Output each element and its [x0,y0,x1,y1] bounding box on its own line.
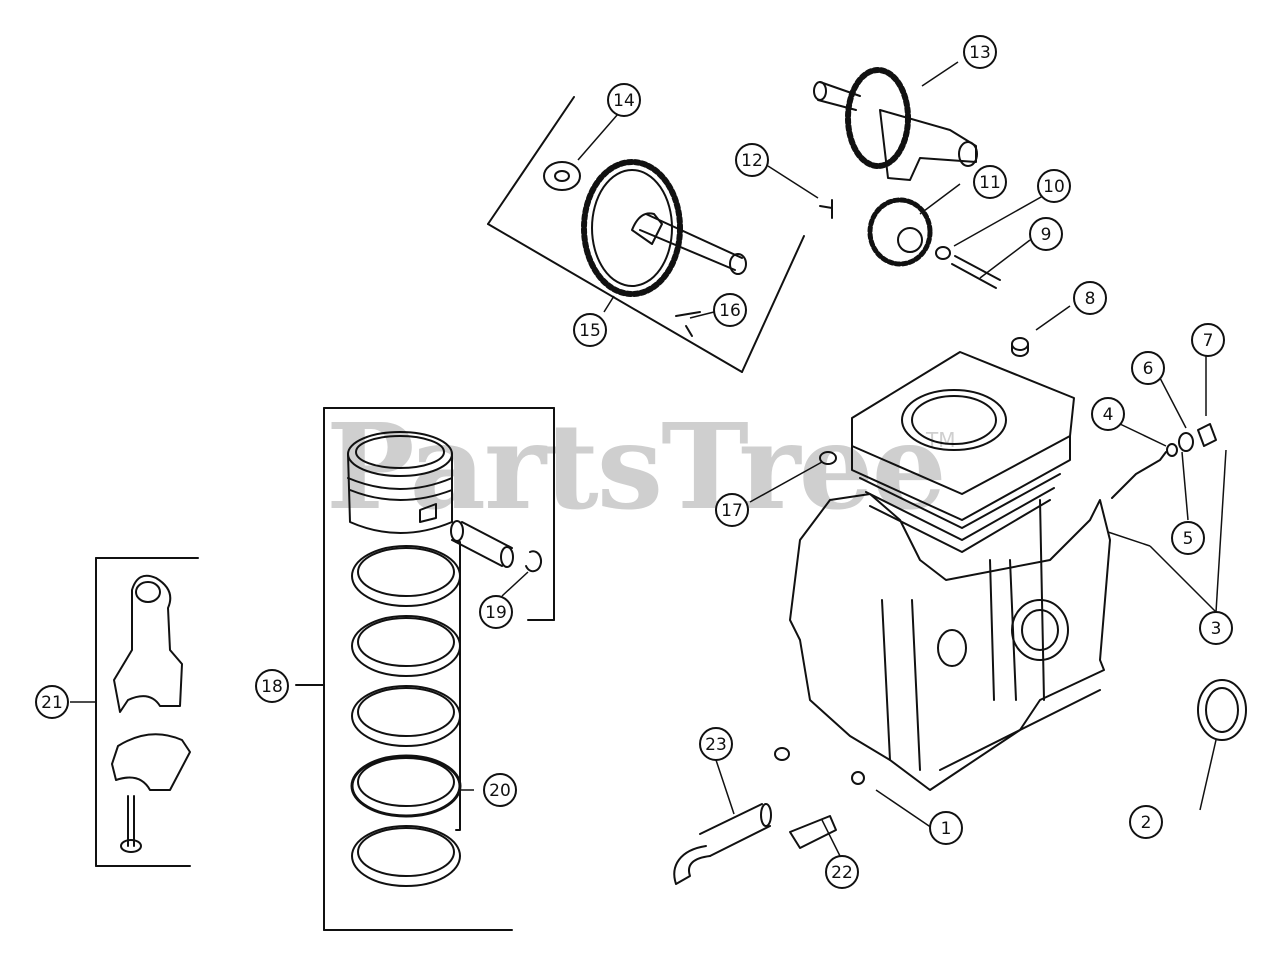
rings-bracket [455,541,461,831]
piston-pin [450,520,543,573]
callout-circle [715,493,749,527]
plug [1011,337,1029,357]
callout-number: 14 [613,91,635,111]
oil-seal [1197,679,1247,741]
callout-2: 2 [1129,805,1163,839]
callout-8: 8 [1073,281,1107,315]
callout-circle [1029,217,1063,251]
callout-18: 18 [255,669,289,703]
callout-number: 16 [719,301,741,321]
callout-12: 12 [735,143,769,177]
callout-14: 14 [607,83,641,117]
callout-circle [479,595,513,629]
callout-number: 19 [485,603,507,623]
cam-pin [675,311,701,337]
connecting-rod-frame [95,557,199,867]
callout-circle [929,811,963,845]
callout-13: 13 [963,35,997,69]
callout-number: 6 [1143,359,1154,379]
callout-circle [1199,611,1233,645]
callout-number: 12 [741,151,763,171]
callout-6: 6 [1131,351,1165,385]
governor-gear [819,197,1001,289]
callout-21: 21 [35,685,69,719]
callout-number: 20 [489,781,511,801]
callout-number: 7 [1203,331,1214,351]
callout-number: 11 [979,173,1001,193]
callout-number: 23 [705,735,727,755]
callout-number: 15 [579,321,601,341]
connecting-rod [111,574,191,853]
piston-group-frame [323,407,555,931]
callout-number: 13 [969,43,991,63]
callout-10: 10 [1037,169,1071,203]
callout-number: 10 [1043,177,1065,197]
callout-circle [1129,805,1163,839]
callout-circle [1191,323,1225,357]
callout-20: 20 [483,773,517,807]
dowel-plug [819,451,837,465]
callout-number: 2 [1141,813,1152,833]
leader-lines [70,61,1227,857]
oil-drain-valve [774,747,865,849]
callout-circle [713,293,747,327]
callout-23: 23 [699,727,733,761]
callout-4: 4 [1091,397,1125,431]
callout-9: 9 [1029,217,1063,251]
callout-circle [699,727,733,761]
callout-7: 7 [1191,323,1225,357]
callout-22: 22 [825,855,859,889]
breather-assembly [1111,423,1217,499]
callout-number: 18 [261,677,283,697]
callout-circle [963,35,997,69]
thrust-washer [543,161,581,191]
callout-19: 19 [479,595,513,629]
callout-number: 9 [1041,225,1052,245]
drain-hose [673,803,772,885]
callout-circle [1091,397,1125,431]
callout-number: 1 [941,819,952,839]
camshaft-group-frame [487,96,805,373]
camshaft-gear [581,159,747,297]
callout-1: 1 [929,811,963,845]
callout-5: 5 [1171,521,1205,555]
callout-17: 17 [715,493,749,527]
callout-3: 3 [1199,611,1233,645]
callout-circle [483,773,517,807]
callout-number: 8 [1085,289,1096,309]
cylinder-block [789,351,1111,791]
callout-circle [825,855,859,889]
callout-circle [1073,281,1107,315]
callout-number: 17 [721,501,743,521]
callout-number: 21 [41,693,63,713]
callout-number: 5 [1183,529,1194,549]
callout-circle [1131,351,1165,385]
callout-circle [1171,521,1205,555]
crank-gear [813,67,978,181]
callout-circle [255,669,289,703]
callout-number: 22 [831,863,853,883]
callout-circle [607,83,641,117]
callout-circle [573,313,607,347]
callout-circle [35,685,69,719]
callout-circle [973,165,1007,199]
piston [347,431,453,534]
callout-circle [1037,169,1071,203]
callout-number: 4 [1103,405,1114,425]
callout-circle [735,143,769,177]
callout-11: 11 [973,165,1007,199]
callout-16: 16 [713,293,747,327]
callout-number: 3 [1211,619,1222,639]
callout-15: 15 [573,313,607,347]
piston-rings [350,545,462,887]
